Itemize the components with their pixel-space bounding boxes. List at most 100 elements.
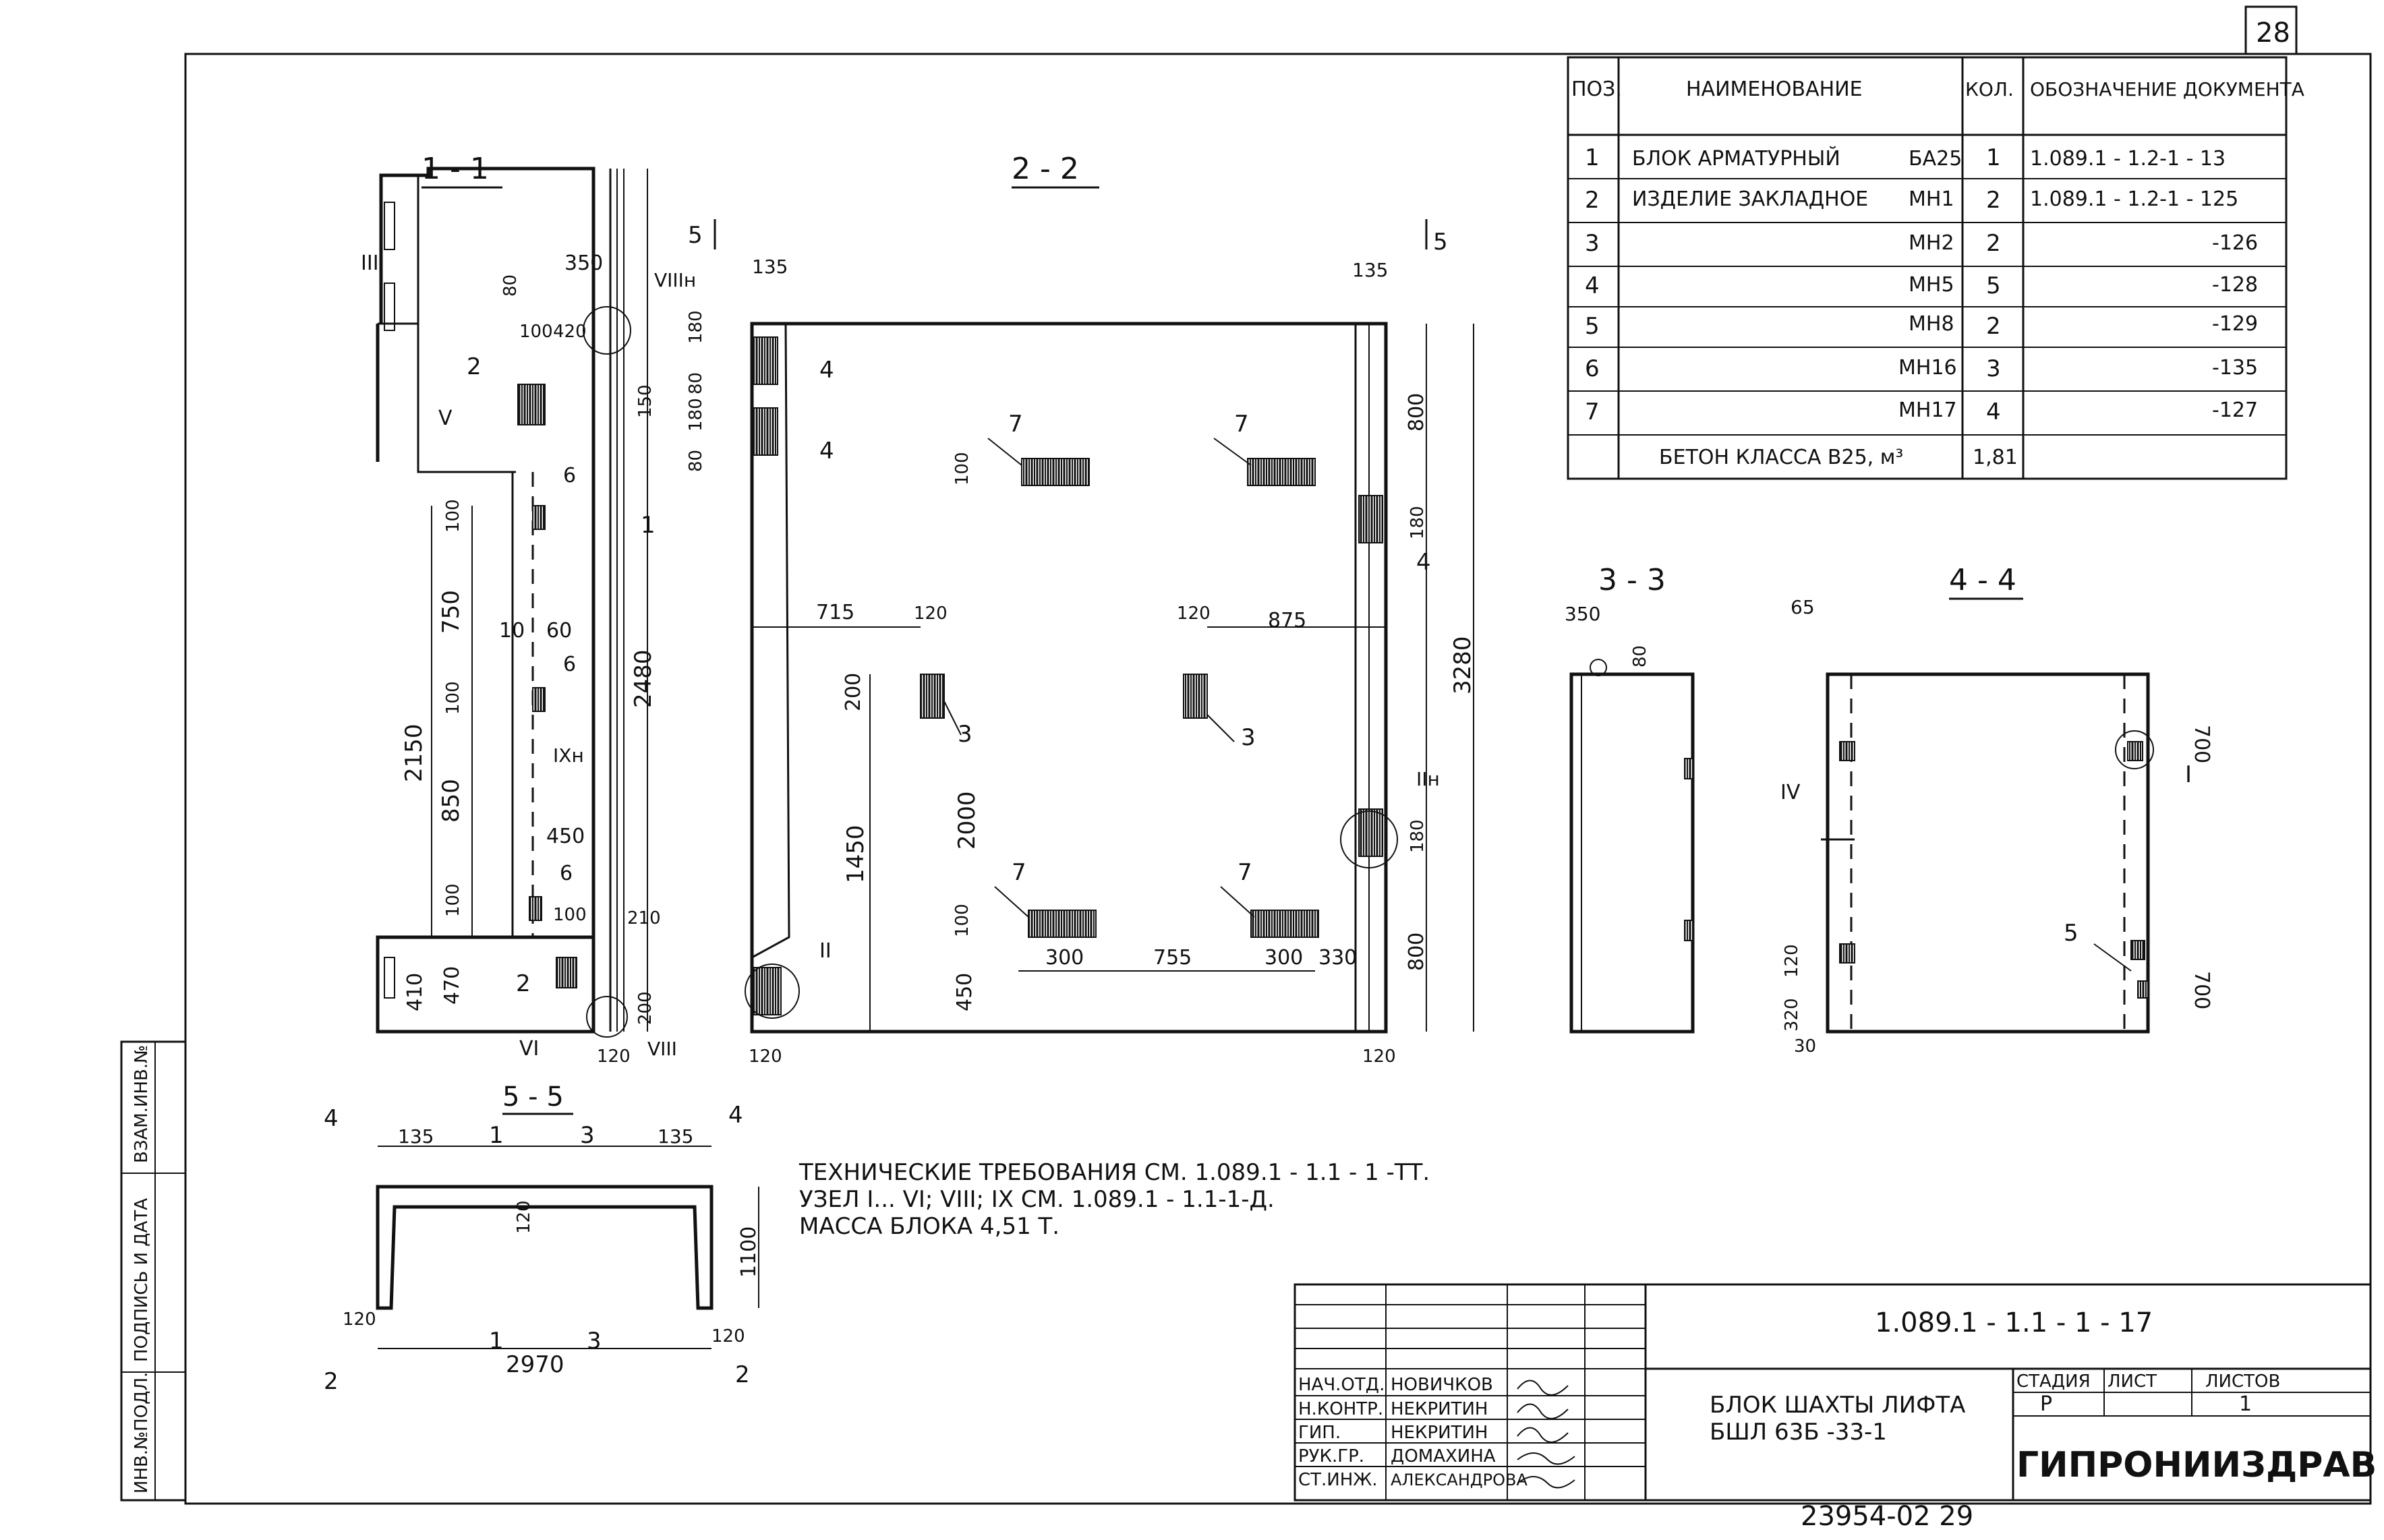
marker-pos-2: 2 [516,970,531,997]
spec-row-mark: БА25 [1909,147,1962,171]
spec-row-doc: -129 [2212,312,2258,336]
spec-row-mark: МН1 [1909,187,1954,211]
dim-320: 320 [1782,998,1802,1032]
stamp-role: НАЧ.ОТД. [1298,1375,1385,1395]
node-vi: VI [519,1037,539,1061]
section-4-4: 4 - 4 65 700 700 120 320 30 IV I 5 [1780,563,2213,1057]
dim-1450: 1450 [842,825,869,883]
node-ii-h: IIн [1416,768,1440,790]
note-mass: МАССА БЛОКА 4,51 Т. [799,1213,1059,1240]
dim-100: 100 [443,883,463,917]
dim-420: 420 [553,322,587,342]
spec-row-pos: 7 [1585,398,1600,425]
dim-700: 700 [2190,725,2213,763]
stamp-sheets-label: ЛИСТОВ [2205,1371,2280,1392]
marker-pos-3: 3 [1241,724,1256,751]
marker-pos-1: 1 [641,512,656,539]
dim-65: 65 [1791,596,1815,618]
node-ii: II [819,939,832,963]
spec-row-name: БЛОК АРМАТУРНЫЙ [1632,146,1840,171]
dim-60: 60 [546,619,572,643]
spec-row-doc: -128 [2212,273,2258,297]
dim-2000: 2000 [954,791,981,850]
dim-135: 135 [1352,259,1388,281]
spec-header-qty: КОЛ. [1965,78,2014,100]
stamp-role: ГИП. [1298,1423,1341,1443]
marker-pos-6: 6 [563,464,576,487]
stamp-person: НЕКРИТИН [1391,1423,1488,1443]
dim-135: 135 [658,1125,693,1148]
spec-row-qty: 1 [1986,144,2001,171]
dim-2480: 2480 [630,649,657,708]
spec-row-concrete-qty: 1,81 [1973,446,2018,469]
dim-850: 850 [438,779,465,823]
dim-180: 180 [686,310,706,344]
dim-80: 80 [686,372,706,394]
spec-row-mark: МН17 [1898,398,1957,422]
marker-pos-3: 3 [587,1328,602,1355]
stamp-stage: Р [2040,1392,2052,1416]
marker-pos-3: 3 [958,721,972,748]
node-viii: VIII [647,1038,677,1060]
signature-mark [1517,1427,1569,1443]
dim-715: 715 [816,601,854,624]
dim-875: 875 [1268,609,1306,632]
stamp-person: ДОМАХИНА [1391,1446,1496,1467]
dim-2970: 2970 [506,1351,564,1378]
spec-row-concrete: БЕТОН КЛАССА В25, м³ [1659,446,1903,469]
spec-row-qty: 4 [1986,398,2001,425]
spec-row-mark: МН8 [1909,312,1954,336]
dim-410: 410 [403,973,427,1011]
spec-row-qty: 2 [1986,187,2001,214]
stamp-person: НОВИЧКОВ [1391,1375,1493,1395]
node-viii-h: VIIIн [654,269,696,291]
stamp-role: РУК.ГР. [1298,1446,1364,1467]
spec-row-pos: 6 [1585,355,1600,382]
spec-row-qty: 2 [1986,313,2001,340]
side-stamp-vzam: ВЗАМ.ИНВ.№ [132,1045,152,1163]
marker-pos-4: 4 [1416,549,1431,576]
dim-80: 80 [1630,645,1650,668]
dim-100: 100 [952,452,972,485]
marker-pos-2: 2 [467,353,482,380]
dim-755: 755 [1153,946,1192,970]
stamp-code: 1.089.1 - 1.1 - 1 - 17 [1875,1307,2153,1338]
dim-135: 135 [752,256,788,278]
spec-row-pos: 4 [1585,272,1600,299]
dim-470: 470 [440,966,464,1005]
dim-180: 180 [1407,819,1428,853]
marker-pos-4: 4 [819,438,834,465]
dim-120: 120 [1177,603,1211,624]
dim-150: 150 [635,384,656,418]
dim-30: 30 [1794,1036,1816,1057]
marker-pos-1: 1 [489,1328,504,1355]
dim-800: 800 [1405,393,1428,432]
marker-pos-7: 7 [1012,859,1026,886]
marker-pos-7: 7 [1238,859,1252,886]
marker-pos-7: 7 [1008,411,1023,438]
spec-row-pos: 3 [1585,230,1600,257]
cut-5-left: 5 [688,222,703,249]
dim-120: 120 [711,1326,745,1346]
signature-mark [1517,1403,1569,1419]
marker-pos-5: 5 [2064,920,2078,947]
sheet-number-box: 28 [2244,5,2298,55]
node-iv: IV [1780,781,1801,804]
cut-2-left: 2 [324,1368,339,1395]
title-block: 1.089.1 - 1.1 - 1 - 17 БЛОК ШАХТЫ ЛИФТА … [1293,1283,2377,1502]
spec-table: ПОЗ. НАИМЕНОВАНИЕ КОЛ. ОБОЗНАЧЕНИЕ ДОКУМ… [1567,56,2304,480]
spec-row-doc: -135 [2212,356,2258,380]
signature-mark [1517,1476,1575,1489]
dim-100: 100 [952,904,972,937]
dim-2150: 2150 [401,723,428,782]
cut-5-right: 5 [1433,229,1448,256]
stamp-sheet-label: ЛИСТ [2107,1371,2157,1392]
spec-header-name: НАИМЕНОВАНИЕ [1686,78,1863,101]
dim-700: 700 [2190,971,2213,1009]
dim-120: 120 [1362,1046,1396,1067]
spec-row-doc: -126 [2212,231,2258,255]
dim-120: 120 [749,1046,782,1067]
cut-2-right: 2 [735,1361,750,1388]
spec-header-pos: ПОЗ. [1571,78,1622,101]
